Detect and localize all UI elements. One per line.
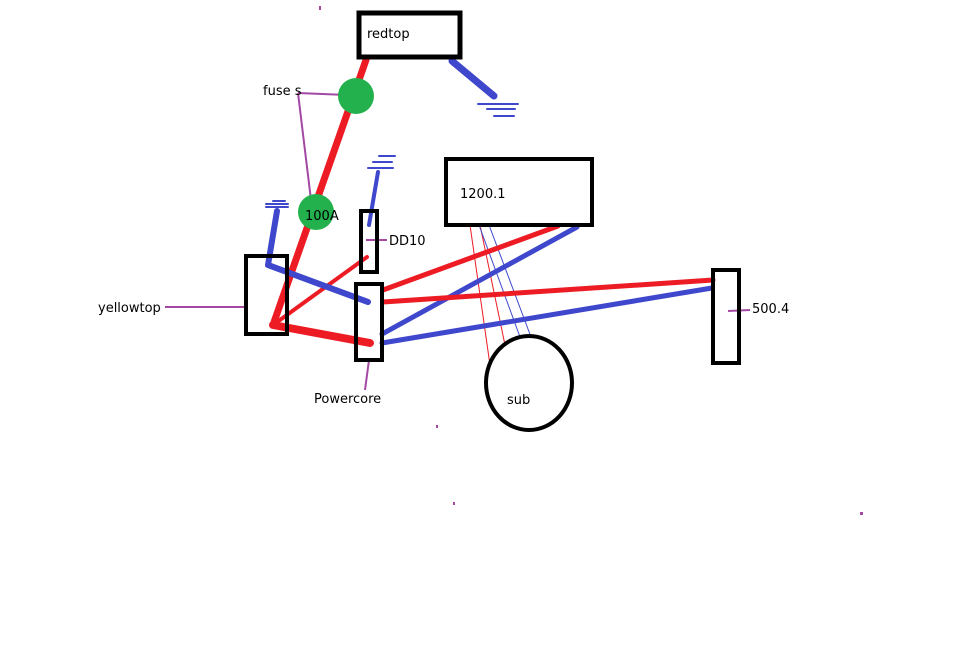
redtop-ground-wire [448,57,498,100]
speck [319,6,321,10]
yellowtop-ground-wire [265,208,371,305]
fuses-label: fuse s [263,84,302,99]
fuse-100a-label: 100A [305,209,339,224]
fuse-100a [298,194,334,230]
dd10-ground-icon [367,155,396,169]
sub-label: sub [507,393,530,408]
amp-1200-label: 1200.1 [460,187,506,202]
yellowtop-label: yellowtop [98,301,161,316]
powercore-capacitor [354,282,384,362]
speck [860,512,863,515]
redtop-ground-icon [477,103,519,117]
yellowtop-to-powercore-wire [269,321,374,347]
amp-1200-1 [444,157,594,227]
powercore-to-500-positive [380,277,716,305]
dd10-ground-wire [367,170,380,227]
sub-wire-blue-1 [478,224,521,338]
yellowtop-battery [244,254,289,336]
amp-500-label: 500.4 [752,302,789,317]
redtop-battery [356,10,463,60]
amp-500-4 [711,268,741,365]
speck [436,425,438,428]
powercore-to-1200-ground [379,224,580,337]
dd10-label: DD10 [389,234,426,249]
fuses-leader-2 [297,92,312,201]
speck [453,502,455,505]
powercore-leader [364,359,370,391]
subwoofer [484,334,574,432]
main-fuse [338,78,374,114]
redtop-label: redtop [367,27,410,42]
powercore-to-500-ground [379,285,715,346]
powercore-label: Powercore [314,392,381,407]
powercore-to-1200-positive [380,223,561,293]
dd10-capacitor [359,209,379,274]
yellowtop-ground-icon [265,200,289,208]
